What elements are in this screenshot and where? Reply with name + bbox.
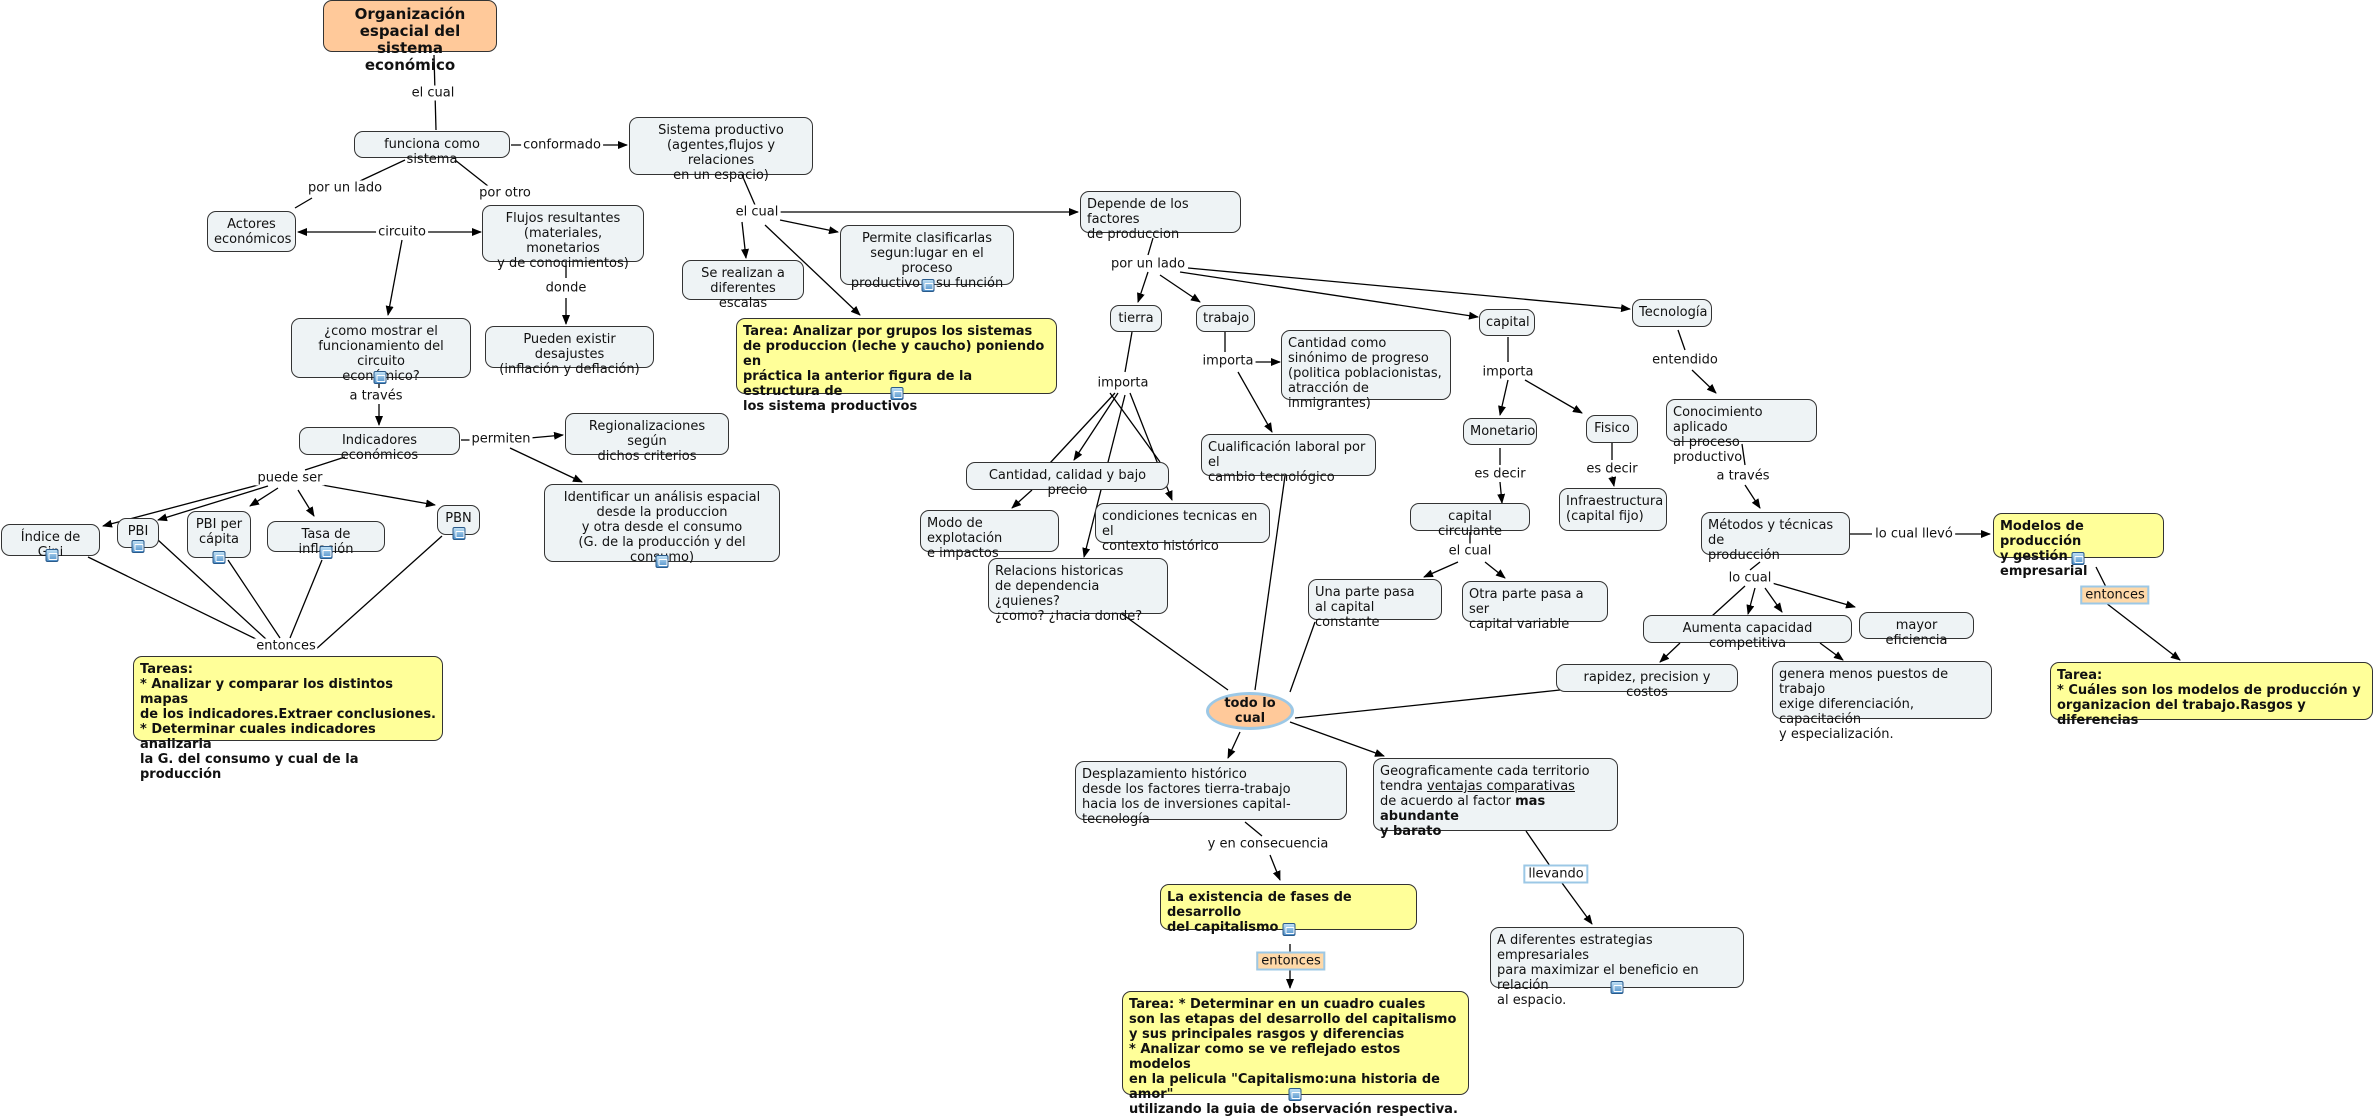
link-label-importa-tierra: importa bbox=[1095, 375, 1151, 391]
node-capital-circulante: capital circulante bbox=[1410, 503, 1530, 539]
resource-icon[interactable] bbox=[373, 371, 387, 384]
node-identificar-analisis-espacial: Identificar un análisis espacial desde l… bbox=[544, 484, 780, 565]
node-permite-clasificarlas: Permite clasificarlas segun:lugar en el … bbox=[840, 225, 1014, 291]
link-label-es-decir: es decir bbox=[1472, 466, 1528, 482]
link-label-a-traves-2: a través bbox=[1714, 468, 1772, 484]
link-label-el-cual: el cual bbox=[409, 85, 457, 101]
node-trabajo: trabajo bbox=[1196, 305, 1255, 332]
resource-icon[interactable] bbox=[131, 540, 145, 553]
node-parte-capital-variable: Otra parte pasa a ser capital variable bbox=[1462, 581, 1608, 632]
node-capital: capital bbox=[1479, 309, 1535, 336]
ventajas-comparativas-text: ventajas comparativas bbox=[1427, 779, 1575, 794]
node-cantidad-calidad-precio: Cantidad, calidad y bajo precio bbox=[966, 462, 1169, 498]
node-tecnologia: Tecnología bbox=[1632, 299, 1712, 327]
geograficamente-text: Geograficamente cada territorio tendra bbox=[1380, 764, 1590, 794]
node-infraestructura: Infraestructura (capital fijo) bbox=[1559, 488, 1667, 531]
geograficamente-text-2: de acuerdo al factor bbox=[1380, 794, 1511, 809]
node-modo-explotacion: Modo de explotación e impactos bbox=[920, 510, 1059, 561]
resource-icon[interactable] bbox=[452, 527, 466, 540]
node-aumenta-capacidad: Aumenta capacidad competitiva bbox=[1643, 615, 1852, 651]
link-label-entonces: entonces bbox=[254, 638, 318, 654]
link-label-por-otro: por otro bbox=[477, 185, 533, 201]
resource-icon[interactable] bbox=[921, 279, 935, 292]
node-tareas-indicadores: Tareas: * Analizar y comparar los distin… bbox=[133, 656, 443, 782]
resource-icon[interactable] bbox=[655, 555, 669, 568]
link-label-entendido: entendido bbox=[1650, 352, 1720, 368]
node-cantidad-progreso: Cantidad como sinónimo de progreso (poli… bbox=[1281, 330, 1451, 411]
link-label-llevando: llevando bbox=[1523, 864, 1589, 884]
node-monetario: Monetario bbox=[1463, 418, 1537, 445]
link-label-entonces-3: entonces bbox=[1256, 951, 1326, 971]
link-label-lo-cual: lo cual bbox=[1726, 570, 1774, 586]
node-tarea-sistemas-produccion: Tarea: Analizar por grupos los sistemas … bbox=[736, 318, 1057, 414]
resource-icon[interactable] bbox=[1288, 1088, 1302, 1101]
link-label-por-un-lado-2: por un lado bbox=[1108, 256, 1188, 272]
node-relaciones-historicas: Relacions historicas de dependencia ¿qui… bbox=[988, 558, 1168, 624]
link-label-puede-ser: puede ser bbox=[255, 470, 325, 486]
node-condiciones-tecnicas: condiciones tecnicas en el contexto hist… bbox=[1095, 503, 1270, 554]
node-title: Organización espacial del sistema económ… bbox=[323, 0, 497, 74]
link-label-el-cual-2: el cual bbox=[733, 204, 781, 220]
node-tarea-modelos: Tarea: * Cuáles son los modelos de produ… bbox=[2050, 662, 2373, 728]
node-tarea-etapas-capitalismo: Tarea: * Determinar en un cuadro cuales … bbox=[1122, 991, 1469, 1117]
link-label-es-decir-2: es decir bbox=[1584, 461, 1640, 477]
node-rapidez-precision: rapidez, precision y costos bbox=[1556, 664, 1738, 700]
node-cualificacion-laboral: Cualificación laboral por el cambio tecn… bbox=[1201, 434, 1376, 485]
node-depende-factores-produccion: Depende de los factores de produccion bbox=[1080, 191, 1241, 242]
link-label-y-en-consecuencia: y en consecuencia bbox=[1205, 836, 1331, 852]
node-funciona-como-sistema: funciona como sistema bbox=[354, 131, 510, 167]
node-estrategias-empresariales: A diferentes estrategias empresariales p… bbox=[1490, 927, 1744, 1008]
node-conocimiento-aplicado: Conocimiento aplicado al proceso product… bbox=[1666, 399, 1817, 465]
node-desplazamiento-historico: Desplazamiento histórico desde los facto… bbox=[1075, 761, 1347, 827]
node-como-mostrar-circuito: ¿como mostrar el funcionamiento del circ… bbox=[291, 318, 471, 384]
link-label-por-un-lado: por un lado bbox=[305, 180, 385, 196]
link-label-el-cual-3: el cual bbox=[1446, 543, 1494, 559]
mas-abundante-text: mas abundante y barato bbox=[1380, 794, 1546, 839]
node-metodos-tecnicas: Métodos y técnicas de producción bbox=[1701, 512, 1850, 563]
node-pueden-existir-desajustes: Pueden existir desajustes (inflación y d… bbox=[485, 326, 654, 377]
resource-icon[interactable] bbox=[319, 546, 333, 559]
resource-icon[interactable] bbox=[45, 549, 59, 562]
link-label-importa-trabajo: importa bbox=[1200, 353, 1256, 369]
node-indicadores-economicos: Indicadores económicos bbox=[299, 427, 460, 463]
node-mayor-eficiencia: mayor eficiencia bbox=[1859, 612, 1974, 648]
node-pbi-per-capita: PBI per cápita bbox=[187, 511, 251, 558]
node-actores-economicos: Actores económicos bbox=[207, 211, 296, 252]
link-label-conformado: conformado bbox=[521, 137, 603, 153]
resource-icon[interactable] bbox=[1610, 981, 1624, 994]
node-genera-menos-puestos: genera menos puestos de trabajo exige di… bbox=[1772, 661, 1992, 742]
link-label-importa-capital: importa bbox=[1480, 364, 1536, 380]
resource-icon[interactable] bbox=[890, 387, 904, 400]
link-label-entonces-2: entonces bbox=[2080, 585, 2150, 605]
node-geograficamente: Geograficamente cada territorio tendra v… bbox=[1373, 758, 1618, 839]
resource-icon[interactable] bbox=[212, 551, 226, 564]
node-fisico: Fisico bbox=[1586, 415, 1638, 443]
node-sistema-productivo: Sistema productivo (agentes,flujos y rel… bbox=[629, 117, 813, 183]
node-regionalizaciones: Regionalizaciones según dichos criterios bbox=[565, 413, 729, 464]
resource-icon[interactable] bbox=[2071, 552, 2085, 565]
link-label-lo-cual-llevo: lo cual llevó bbox=[1873, 526, 1955, 542]
node-se-realizan-escalas: Se realizan a diferentes escalas bbox=[682, 260, 804, 311]
resource-icon[interactable] bbox=[1282, 923, 1296, 936]
node-existencia-fases: La existencia de fases de desarrollo del… bbox=[1160, 884, 1417, 935]
node-tierra: tierra bbox=[1110, 305, 1162, 332]
link-label-permiten: permiten bbox=[469, 431, 533, 447]
link-label-donde: donde bbox=[543, 280, 589, 296]
link-label-a-traves: a través bbox=[347, 388, 405, 404]
link-label-circuito: circuito bbox=[376, 224, 428, 240]
node-parte-capital-constante: Una parte pasa al capital constante bbox=[1308, 579, 1442, 630]
node-flujos-resultantes: Flujos resultantes (materiales, monetari… bbox=[482, 205, 644, 271]
node-todo-lo-cual: todo lo cual bbox=[1206, 692, 1294, 730]
